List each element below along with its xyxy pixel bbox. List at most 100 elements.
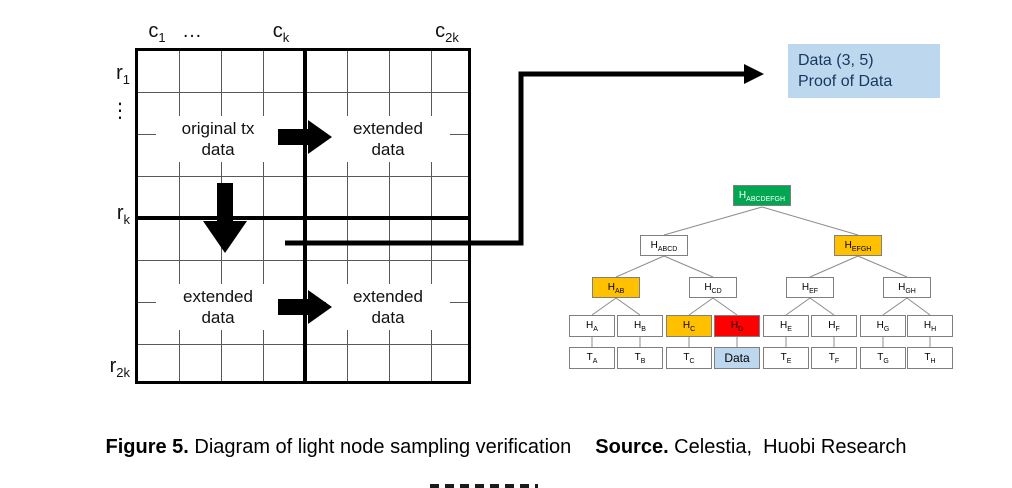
source-label: Source. (595, 436, 669, 458)
row-label-r1: r1 (84, 62, 130, 87)
label-subscript: k (282, 30, 290, 45)
row-label-vellipsis: ⋮ (84, 98, 130, 125)
label-subscript: 2k (116, 365, 130, 380)
node-label: H (780, 320, 788, 331)
node-subscript: C (689, 358, 695, 365)
merkle-node-h-ab: HAB (592, 277, 640, 298)
node-label: T (877, 352, 884, 363)
block-arrow-right-icon (278, 120, 332, 154)
label-subscript: 2k (445, 30, 459, 45)
node-subscript: F (834, 358, 840, 365)
merkle-leaf-t-b: TB (617, 347, 663, 369)
quadrant-line: original tx (181, 119, 255, 138)
node-subscript: C (690, 326, 696, 333)
merkle-leaf-t-g: TG (860, 347, 906, 369)
node-subscript: EFGH (851, 246, 872, 253)
node-subscript: B (641, 326, 646, 333)
node-label: H (650, 240, 658, 251)
quadrant-line: extended (183, 287, 253, 306)
node-label: T (586, 352, 593, 363)
figure-label: Figure 5. (105, 436, 189, 458)
row-label-rk: rk (84, 202, 130, 227)
node-subscript: EF (809, 288, 819, 295)
quadrant-line: data (371, 140, 405, 159)
block-arrow-right-icon (278, 290, 332, 324)
node-label: H (738, 190, 747, 201)
node-subscript: ABCD (657, 246, 678, 253)
node-label: T (780, 352, 787, 363)
cropped-text-fragment (430, 484, 538, 488)
figure-title-text: Diagram of light node sampling verificat… (188, 436, 572, 458)
merkle-node-h-efgh: HEFGH (834, 235, 882, 256)
grid-center-horizontal-divider (138, 216, 468, 220)
merkle-leaf-t-f: TF (811, 347, 857, 369)
merkle-node-h-c: HC (666, 315, 712, 337)
node-label: H (730, 320, 739, 331)
arrow-shape (278, 120, 332, 154)
quadrant-label-extended-data-bottom-right: extended data (326, 284, 450, 330)
tree-edges (591, 206, 931, 347)
quadrant-label-extended-data-bottom-left: extended data (156, 284, 280, 330)
data-proof-callout: Data (3, 5) Proof of Data (788, 44, 940, 98)
label-base: c (272, 20, 283, 42)
block-arrow-down-icon (203, 183, 247, 253)
node-label: H (923, 320, 932, 331)
merkle-leaf-t-e: TE (763, 347, 809, 369)
quadrant-line: data (201, 308, 235, 327)
label-base: ⋮ (110, 100, 130, 122)
col-label-c2k: c2k (425, 20, 469, 45)
merkle-node-h-d: HD (714, 315, 760, 337)
node-label: H (801, 282, 810, 293)
label-subscript: 1 (122, 72, 130, 87)
merkle-leaf-data: Data (714, 347, 760, 369)
erasure-coded-data-grid (135, 48, 471, 384)
node-label: H (607, 282, 615, 293)
label-base: c (435, 20, 446, 42)
merkle-leaf-t-a: TA (569, 347, 615, 369)
merkle-root-node: HABCDEFGH (733, 185, 791, 206)
row-label-r2k: r2k (84, 355, 130, 380)
node-subscript: GH (905, 288, 916, 295)
quadrant-line: data (201, 140, 235, 159)
merkle-node-h-gh: HGH (883, 277, 931, 298)
source-text: Celestia, Huobi Research (668, 436, 907, 458)
node-subscript: A (593, 326, 598, 333)
merkle-tree-connector-lines (591, 206, 931, 347)
merkle-tree: HABCDEFGH HABCD HEFGH HAB HCD HEF HGH HA… (565, 180, 957, 372)
merkle-node-h-cd: HCD (689, 277, 737, 298)
node-subscript: AB (614, 288, 625, 295)
col-label-c1: c1 (135, 20, 179, 45)
flow-arrowhead-icon (744, 64, 764, 84)
figure-caption: Figure 5. Diagram of light node sampling… (0, 436, 1012, 459)
node-label: H (876, 320, 884, 331)
node-label: Data (724, 351, 750, 365)
merkle-node-h-abcd: HABCD (640, 235, 688, 256)
node-subscript: A (592, 358, 598, 365)
col-label-ck: ck (259, 20, 303, 45)
quadrant-line: extended (353, 287, 423, 306)
label-base: r (116, 202, 124, 224)
label-subscript: 1 (158, 30, 166, 45)
merkle-leaf-t-c: TC (666, 347, 712, 369)
quadrant-line: extended (353, 119, 423, 138)
label-base: c (148, 20, 159, 42)
merkle-node-h-ef: HEF (786, 277, 834, 298)
node-label: H (844, 240, 852, 251)
quadrant-label-original-tx-data: original tx data (156, 116, 280, 162)
node-subscript: G (883, 358, 889, 365)
node-subscript: CD (711, 288, 722, 295)
merkle-node-h-f: HF (811, 315, 857, 337)
merkle-node-h-h: HH (907, 315, 953, 337)
node-label: H (828, 320, 836, 331)
label-subscript: k (123, 212, 131, 227)
node-subscript: E (786, 358, 792, 365)
node-label: H (682, 320, 691, 331)
merkle-leaf-t-h: TH (907, 347, 953, 369)
label-base: … (182, 20, 202, 42)
proof-line-data: Data (3, 5) (798, 52, 874, 69)
arrow-shape (278, 290, 332, 324)
node-subscript: G (883, 326, 890, 333)
node-label: T (634, 352, 641, 363)
node-label: H (634, 320, 642, 331)
